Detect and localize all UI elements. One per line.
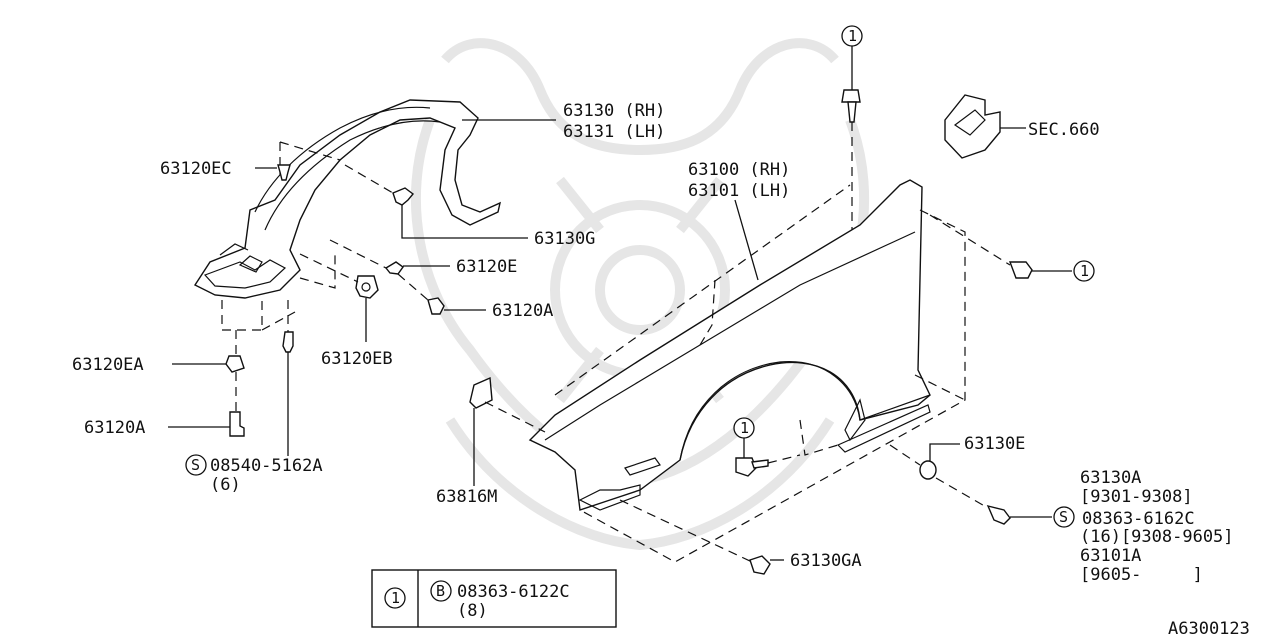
callout-63101: 63101 (LH) [688,181,790,201]
callout-63130a: 63130A [1080,468,1141,488]
clip-63120ec [277,164,291,181]
ref-marker-mid-label: 1 [740,419,749,437]
callout-63120ea: 63120EA [72,355,144,375]
legend-part-number: 08363-6122C [457,582,570,602]
callout-08540: 08540-5162A [210,456,323,476]
callout-63120a-upper: 63120A [492,301,553,321]
bolt-fender-top [841,89,861,123]
callout-63120a-lower: 63120A [84,418,145,438]
legend-b-mark [430,580,452,602]
callout-08540-qty: (6) [210,475,241,495]
legend-ref-label: 1 [391,589,400,607]
callout-63130ga: 63130GA [790,551,862,571]
callout-63131: 63131 (LH) [563,122,665,142]
callout-63816m: 63816M [436,487,497,507]
callout-63120eb: 63120EB [321,349,393,369]
s-mark-08540 [185,454,207,476]
legend-qty: (8) [457,601,488,621]
screw-63120a-lower [229,411,245,437]
bracket-63816m [469,376,493,409]
s-mark-08363-label: S [1059,508,1068,526]
screw-63120a-upper [427,297,445,315]
legend-table: 1 B 08363-6122C (8) [371,569,617,628]
clip-63130g [392,187,415,206]
callout-63100: 63100 (RH) [688,160,790,180]
callout-08363-qty-range: (16)[9308-9605] [1080,527,1234,547]
callout-63130: 63130 (RH) [563,101,665,121]
s-mark-08540-label: S [191,456,200,474]
callout-63130e: 63130E [964,434,1025,454]
washer-63130e [919,460,937,480]
diagram-code: A6300123 [1168,619,1250,638]
screw-63130a [986,504,1011,525]
screw-08540 [282,331,294,353]
callout-63120ec: 63120EC [160,159,232,179]
s-mark-08363 [1053,506,1075,528]
callout-08363-6162c: 08363-6162C [1082,509,1195,529]
fender-liner [193,99,501,299]
callout-63101a: 63101A [1080,546,1141,566]
callout-63101a-range: [9605- ] [1080,565,1203,585]
bolt-fender-rear [1008,261,1033,279]
callout-sec660: SEC.660 [1028,120,1100,140]
clip-63120eb [355,275,379,299]
clip-63130ga [749,555,771,575]
legend-b-mark-label: B [436,582,445,600]
callout-63130a-range: [9301-9308] [1080,487,1193,507]
clip-63120e [384,261,404,275]
legend-ref-marker [384,587,406,609]
callout-63130g: 63130G [534,229,595,249]
bracket-sec660 [944,94,1001,159]
bolt-fender-mid [735,457,769,477]
ref-marker-rear [1073,260,1095,282]
callout-63120e: 63120E [456,257,517,277]
ref-marker-top-label: 1 [848,27,857,45]
ref-marker-rear-label: 1 [1080,262,1089,280]
nut-63120ea [225,355,245,373]
